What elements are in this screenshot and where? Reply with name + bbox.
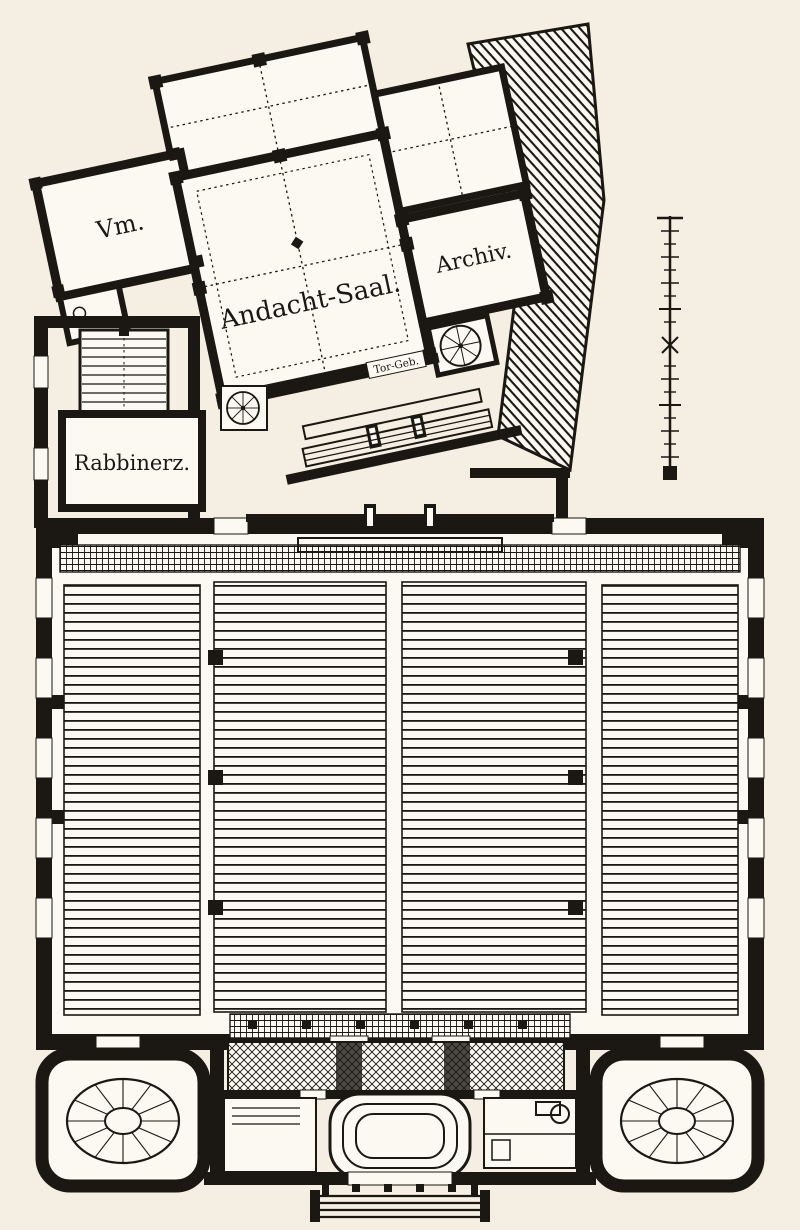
ceiling-mark <box>290 236 304 250</box>
corner-pier <box>36 518 78 548</box>
pew-block-center-right <box>401 581 587 1013</box>
hall-windows <box>35 577 765 939</box>
wing-entrance-steps <box>285 387 523 485</box>
room-rabbinerzimmer <box>58 410 206 512</box>
rabbinerzimmer: Rabbinerz. <box>58 410 206 512</box>
stair-tower-right <box>589 1047 765 1193</box>
door-opening <box>213 517 249 535</box>
pew-block-center-left <box>213 581 387 1013</box>
forecourt-connector <box>470 468 570 522</box>
vestibule-wall-right <box>576 1040 590 1180</box>
left-outer-wall <box>34 316 48 528</box>
vestibule-wall-left <box>210 1040 224 1180</box>
left-staircase <box>78 326 170 420</box>
gallery-band-south <box>229 1013 571 1039</box>
window <box>33 447 49 481</box>
pew-block-left <box>63 584 201 1016</box>
scale-bar <box>657 216 683 480</box>
door-opening <box>551 517 587 535</box>
wing-piers <box>28 30 555 407</box>
room-label-rabbinerzimmer: Rabbinerz. <box>74 451 190 475</box>
ark-structure <box>246 504 554 553</box>
small-spiral-stair <box>220 385 268 431</box>
annex-wing: Vm. Andacht-Saal. Archiv. <box>28 30 555 485</box>
vestibule-room-right <box>483 1097 577 1169</box>
left-block: Rabbinerz. <box>33 316 268 528</box>
door-opening <box>95 1035 141 1049</box>
fixture-box <box>535 1101 561 1116</box>
left-block-north-wall <box>34 316 188 328</box>
vestibule <box>35 1040 765 1222</box>
window <box>33 355 49 389</box>
door-opening <box>659 1035 705 1049</box>
corner-pier <box>722 518 764 548</box>
room-archiv <box>395 187 552 329</box>
hall-columns <box>208 650 583 915</box>
entrance-opening <box>347 1171 453 1186</box>
pew-block-right <box>601 584 739 1016</box>
gallery-band-north <box>59 544 741 573</box>
wing-spiral-stair <box>425 312 500 379</box>
exterior-steps <box>310 1184 490 1222</box>
pew-blocks <box>63 581 739 1016</box>
lobby-checker-floor <box>227 1041 565 1093</box>
stair-tower-left <box>35 1047 211 1193</box>
vestibule-room-left <box>223 1097 317 1173</box>
main-hall <box>35 504 765 1050</box>
gallery-posts <box>248 1020 527 1029</box>
